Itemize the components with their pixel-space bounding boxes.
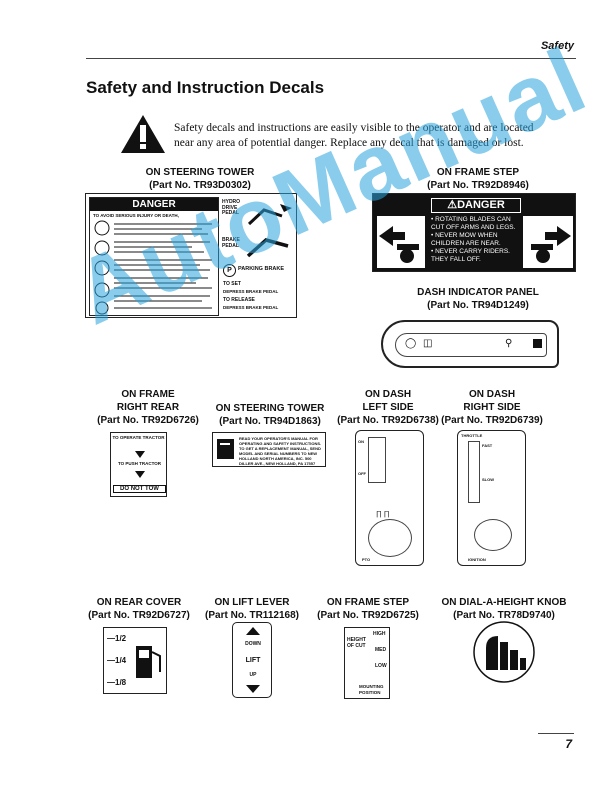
steering-tower-caption: ON STEERING TOWER (Part No. TR93D0302) — [145, 167, 255, 191]
fuel-half-label: —1/2 — [107, 634, 127, 643]
down-arrow-icon — [135, 471, 145, 478]
to-release-label: TO RELEASE — [223, 297, 255, 303]
depress-brake-set-label: DEPRESS BRAKE PEDAL — [223, 289, 279, 294]
low-label: LOW — [375, 663, 387, 669]
footer-rule — [538, 733, 574, 734]
read-manual-decal: READ YOUR OPERATOR'S MANUAL FOR OPERATIN… — [212, 432, 326, 467]
dial-knob-caption: ON DIAL-A-HEIGHT KNOB (Part No. TR78D974… — [441, 597, 567, 621]
pto-indicator-icon — [533, 339, 542, 348]
mower-left-pictogram — [377, 216, 425, 268]
frame-rear-decal: TO OPERATE TRACTOR TO PUSH TRACTOR DO NO… — [110, 432, 167, 497]
dash-left-caption: ON DASH LEFT SIDE (Part No. TR92D6738) — [337, 389, 439, 426]
danger-label: DANGER — [132, 199, 176, 210]
danger-panel: DANGER TO AVOID SERIOUS INJURY OR DEATH, — [89, 197, 219, 316]
to-push-label: TO PUSH TRACTOR — [117, 461, 162, 466]
brake-pedal-icon — [246, 238, 289, 258]
read-manual-text: READ YOUR OPERATOR'S MANUAL FOR OPERATIN… — [239, 436, 322, 466]
throttle-label: THROTTLE — [461, 433, 483, 438]
lift-lever-caption: ON LIFT LEVER (Part No. TR112168) — [205, 597, 299, 621]
steering-tower2-caption: ON STEERING TOWER (Part No. TR94D1863) — [215, 403, 325, 427]
fast-label: FAST — [482, 443, 493, 448]
hydro-pedal-label: HYDRO DRIVE PEDAL — [222, 199, 241, 216]
depress-brake-release-label: DEPRESS BRAKE PEDAL — [223, 305, 279, 310]
frame-rear-caption: ON FRAME RIGHT REAR (Part No. TR92D6726) — [97, 389, 199, 426]
intro-paragraph: Safety decals and instructions are easil… — [174, 122, 534, 149]
height-of-cut-decal: HIGH HEIGHT OF CUT MED LOW MOUNTING POSI… — [344, 627, 390, 699]
danger-warning-text: TO AVOID SERIOUS INJURY OR DEATH, — [93, 213, 179, 218]
frame-step-danger-label: ⚠DANGER — [431, 198, 521, 213]
up-label: UP — [249, 672, 257, 678]
off-label: OFF — [358, 471, 366, 476]
lift-label: LIFT — [245, 657, 261, 664]
height-of-cut-label: HEIGHT OF CUT — [347, 637, 366, 649]
parking-p-icon: P — [223, 264, 236, 277]
up-arrow-icon — [246, 627, 260, 635]
steering-tower-decal: DANGER TO AVOID SERIOUS INJURY OR DEATH,… — [85, 193, 297, 318]
frame-step-danger-text: • ROTATING BLADES CAN CUT OFF ARMS AND L… — [431, 216, 516, 263]
on-label: ON — [358, 439, 364, 444]
dash-left-decal: ON OFF ∏ ∏ PTO — [355, 430, 424, 566]
oil-indicator-icon: ◯ — [405, 338, 417, 349]
warning-triangle-icon — [121, 115, 165, 153]
mower-right-pictogram — [523, 216, 573, 268]
brake-pedal-label: BRAKE PEDAL — [222, 237, 240, 249]
ignition-label: IGNITION — [468, 557, 486, 562]
pto-label: PTO — [362, 557, 371, 562]
down-arrow-icon — [246, 685, 260, 693]
med-label: MED — [375, 647, 387, 653]
dash-panel-caption: DASH INDICATOR PANEL (Part No. TR94D1249… — [417, 287, 539, 311]
rear-cover-caption: ON REAR COVER (Part No. TR92D6727) — [88, 597, 190, 621]
safety-pictograms — [94, 220, 212, 315]
page-number: 7 — [565, 737, 572, 751]
down-label: DOWN — [245, 641, 261, 647]
fuel-eighth-label: —1/8 — [107, 678, 127, 687]
fuel-pump-icon — [136, 646, 161, 678]
parking-brake-label: PARKING BRAKE — [238, 266, 285, 272]
high-label: HIGH — [373, 631, 386, 637]
fuel-quarter-label: —1/4 — [107, 656, 127, 665]
key-indicator-icon: ⚲ — [505, 338, 513, 349]
lift-lever-decal: DOWN LIFT UP — [232, 622, 272, 698]
do-not-tow-label: DO NOT TOW — [113, 485, 166, 493]
page-title: Safety and Instruction Decals — [86, 78, 325, 97]
dash-right-decal: THROTTLE FAST SLOW IGNITION — [457, 430, 526, 566]
slow-label: SLOW — [482, 477, 494, 482]
header-rule — [86, 58, 576, 59]
dash-indicator-panel: ◯ ◫ ⚲ — [381, 320, 559, 368]
section-header: Safety — [540, 40, 574, 52]
dial-a-height-knob-icon — [473, 621, 535, 683]
pto-symbol-icon: ∏ ∏ — [376, 511, 390, 518]
manual-book-icon — [217, 439, 234, 459]
fuel-gauge-decal: —1/2 —1/4 —1/8 — [103, 627, 167, 694]
frame-step-danger-decal: ⚠DANGER • ROTATING BLADES CAN CUT OFF AR… — [372, 193, 576, 272]
hydro-pedal-icon — [247, 204, 292, 226]
frame-step-top-caption: ON FRAME STEP (Part No. TR92D8946) — [427, 167, 529, 191]
to-set-label: TO SET — [223, 281, 241, 287]
down-arrow-icon — [135, 451, 145, 458]
dash-right-caption: ON DASH RIGHT SIDE (Part No. TR92D6739) — [441, 389, 543, 426]
mounting-position-label: MOUNTING POSITION — [359, 684, 384, 695]
to-operate-label: TO OPERATE TRACTOR — [112, 435, 165, 440]
frame-step-bottom-caption: ON FRAME STEP (Part No. TR92D6725) — [317, 597, 419, 621]
battery-indicator-icon: ◫ — [423, 338, 433, 349]
